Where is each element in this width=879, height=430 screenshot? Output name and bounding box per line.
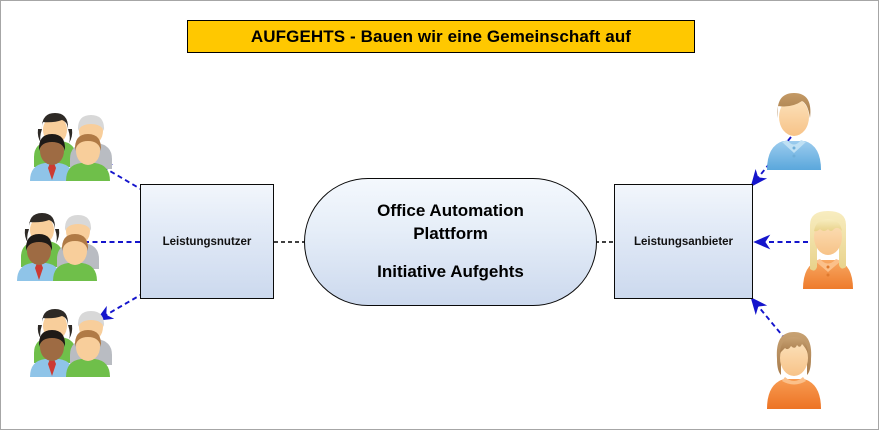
platform-line-2: Plattform [413,223,488,243]
arrow-left-box-to-group-bottom [95,292,145,321]
leistungsnutzer-label: Leistungsnutzer [162,235,252,248]
platform-node[interactable]: Office Automation Plattform Initiative A… [304,178,597,306]
platform-line-1: Office Automation [377,201,524,221]
page-title: AUFGEHTS - Bauen wir eine Gemeinschaft a… [250,26,632,46]
platform-line-3: Initiative Aufgehts [377,262,524,282]
person-front-left [30,330,74,377]
person-front-right [66,134,110,181]
person-front-right [66,330,110,377]
people-group-icon [28,105,114,181]
people-group-icon [15,205,101,281]
people-group-icon [28,301,114,377]
person-front-right [53,234,97,281]
person-icon [763,325,825,409]
person-front-left [30,134,74,181]
title-banner: AUFGEHTS - Bauen wir eine Gemeinschaft a… [187,20,695,53]
person-icon [797,205,859,289]
person-front-left [17,234,61,281]
leistungsanbieter-label: Leistungsanbieter [633,235,734,248]
leistungsnutzer-box[interactable]: Leistungsnutzer [140,184,274,299]
leistungsanbieter-box[interactable]: Leistungsanbieter [614,184,753,299]
person-icon [763,86,825,170]
